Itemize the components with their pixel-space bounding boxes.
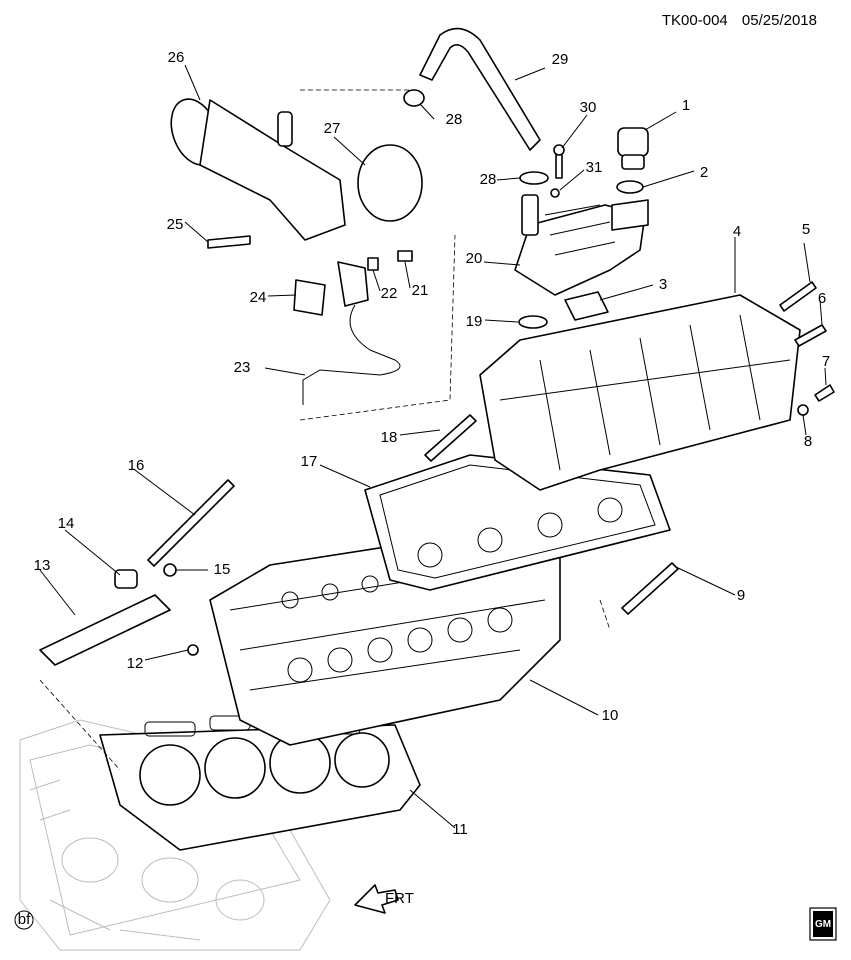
- elbow-seal-ring: [357, 144, 423, 222]
- rocker-bolt: [163, 563, 177, 577]
- stud: [797, 404, 809, 416]
- assembly-line: [39, 679, 121, 771]
- callout-27: 27: [324, 120, 341, 137]
- rocker-support: [39, 594, 171, 666]
- callout-24: 24: [250, 289, 267, 306]
- assembly-line: [299, 234, 456, 421]
- manifold-bolt-6: [794, 324, 827, 347]
- gm-logo: GM: [809, 907, 837, 941]
- cap-seal-ring: [616, 180, 644, 194]
- intake-manifold-gasket: [364, 454, 671, 591]
- callout-15: 15: [214, 561, 231, 578]
- o-ring-lower: [518, 315, 548, 329]
- callout-8: 8: [804, 433, 812, 450]
- front-direction-arrow: FRT: [354, 884, 414, 914]
- elbow-bolt: [207, 235, 251, 249]
- washer: [550, 188, 560, 198]
- module-gasket: [564, 291, 609, 321]
- callout-18: 18: [381, 429, 398, 446]
- direction-label: FRT: [385, 890, 414, 907]
- drawing-date: 05/25/2018: [741, 12, 817, 29]
- callout-12: 12: [127, 655, 144, 672]
- spacer: [367, 257, 379, 271]
- screw-head: [553, 144, 565, 156]
- rocker-arm: [114, 569, 138, 589]
- callout-13: 13: [34, 557, 51, 574]
- head-gasket: [99, 715, 421, 851]
- callout-3: 3: [659, 276, 667, 293]
- manifold-bolt-5: [779, 281, 817, 312]
- callout-28: 28: [446, 111, 463, 128]
- callout-16: 16: [128, 457, 145, 474]
- pushrod: [147, 479, 235, 567]
- callout-28: 28: [480, 171, 497, 188]
- callout-23: 23: [234, 359, 251, 376]
- callout-1: 1: [682, 97, 690, 114]
- manifold-bolt-7: [814, 384, 835, 402]
- drawing-id: TK00-004: [661, 12, 728, 29]
- callout-11: 11: [452, 821, 468, 838]
- callout-10: 10: [602, 707, 619, 724]
- callout-25: 25: [167, 216, 184, 233]
- dowel-pin: [187, 644, 199, 656]
- callout-6: 6: [818, 290, 826, 307]
- fill-tube: [611, 199, 649, 231]
- drawing-header: TK00-004 05/25/2018: [652, 12, 817, 29]
- tube-bracket: [337, 261, 369, 307]
- callout-2: 2: [700, 164, 708, 181]
- callout-22: 22: [381, 285, 398, 302]
- air-inlet-elbow: [170, 98, 346, 241]
- callout-9: 9: [737, 587, 745, 604]
- vent-hose: [419, 27, 541, 151]
- badge-left: bf: [14, 910, 34, 930]
- callout-14: 14: [58, 515, 75, 532]
- manifold-bolt-18: [424, 414, 477, 462]
- badge-left-label: bf: [18, 911, 31, 928]
- callout-26: 26: [168, 49, 185, 66]
- callout-29: 29: [552, 51, 569, 68]
- assembly-line: [599, 599, 611, 631]
- callout-20: 20: [466, 250, 483, 267]
- tube-gasket: [293, 279, 326, 316]
- hose-seal-lower: [519, 171, 549, 185]
- callout-30: 30: [580, 99, 597, 116]
- vacuum-tube: [302, 304, 401, 405]
- hose-seal-upper: [403, 89, 425, 107]
- oil-fill-cap: [617, 127, 649, 170]
- leader-lines: [39, 64, 827, 829]
- callout-17: 17: [301, 453, 318, 470]
- callout-4: 4: [733, 223, 741, 240]
- callout-31: 31: [586, 159, 603, 176]
- callout-7: 7: [822, 353, 830, 370]
- callout-19: 19: [466, 313, 483, 330]
- head-bolt: [621, 562, 679, 615]
- gm-logo-text: GM: [815, 919, 831, 930]
- tube-bolt: [397, 250, 413, 262]
- callout-21: 21: [412, 282, 429, 299]
- intake-manifold: [479, 294, 801, 491]
- callout-5: 5: [802, 221, 810, 238]
